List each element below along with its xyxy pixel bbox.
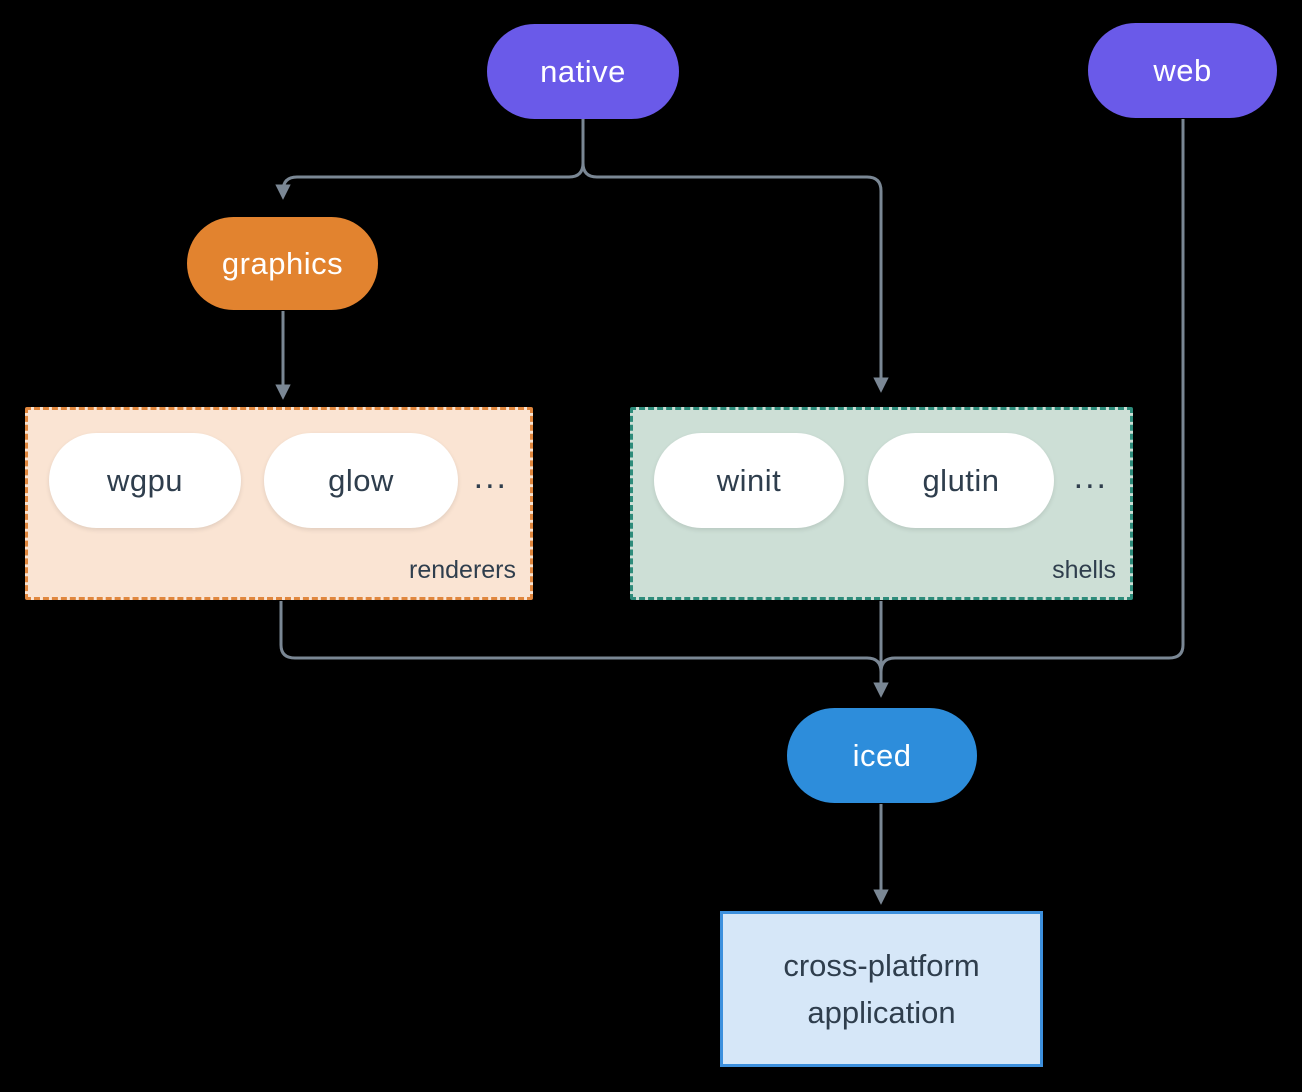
group-shells: winit glutin ... shells	[630, 407, 1133, 600]
node-glutin: glutin	[868, 433, 1054, 528]
node-iced-label: iced	[852, 737, 912, 773]
node-web: web	[1088, 23, 1277, 118]
app-label-line-1: cross-platform	[783, 948, 980, 983]
edge-renderers-merge	[279, 601, 883, 673]
renderers-ellipsis: ...	[473, 458, 508, 496]
edge-web-merge	[879, 119, 1185, 673]
edge-native-shells	[581, 119, 889, 393]
node-web-label: web	[1153, 52, 1212, 88]
node-iced: iced	[787, 708, 977, 803]
shells-ellipsis: ...	[1073, 458, 1108, 496]
node-wgpu: wgpu	[49, 433, 241, 528]
node-native: native	[487, 24, 679, 119]
node-glow: glow	[264, 433, 458, 528]
node-winit-label: winit	[716, 462, 782, 498]
node-wgpu-label: wgpu	[106, 462, 184, 498]
node-graphics: graphics	[187, 217, 378, 310]
app-label-line-2: application	[807, 995, 956, 1030]
shells-group-label: shells	[1052, 556, 1116, 584]
node-native-label: native	[540, 53, 626, 89]
node-graphics-label: graphics	[221, 245, 344, 281]
node-glow-label: glow	[328, 462, 394, 498]
node-cross-platform-application: cross-platform application	[720, 911, 1043, 1067]
node-glutin-label: glutin	[922, 462, 1000, 498]
node-winit: winit	[654, 433, 844, 528]
edge-native-graphics	[275, 119, 585, 200]
renderers-group-label: renderers	[409, 556, 516, 584]
group-renderers: wgpu glow ... renderers	[25, 407, 533, 600]
